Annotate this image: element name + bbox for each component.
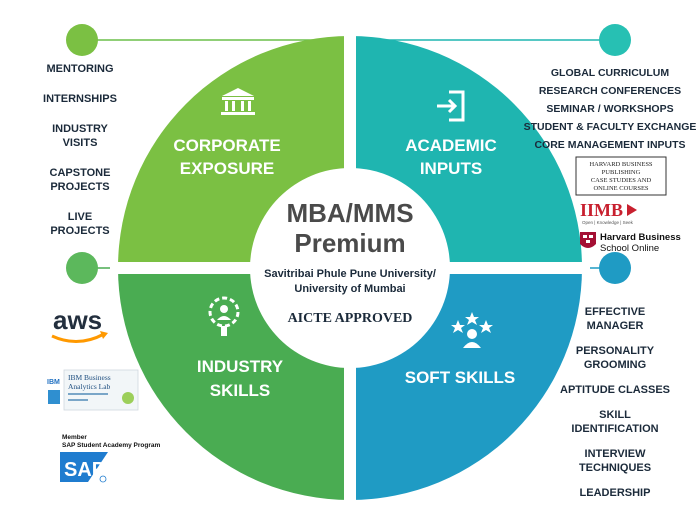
- corporate-item: CAPSTONE PROJECTS: [49, 167, 111, 193]
- sap-logo: SAP: [64, 459, 105, 481]
- sap-member-line2: SAP Student Academy Program: [62, 442, 160, 449]
- harvard-publishing-line4: ONLINE COURSES: [593, 185, 648, 192]
- harvard-publishing-line3: CASE STUDIES AND: [591, 177, 652, 184]
- hbs-shield-icon: [580, 232, 596, 248]
- iimb-arrow-icon: [627, 204, 637, 216]
- harvard-publishing-logo: [575, 156, 667, 196]
- soft-item: SKILL IDENTIFICATION: [571, 409, 659, 435]
- iimb-logo: IIMB: [580, 200, 623, 220]
- academic-item: CORE MANAGEMENT INPUTS: [534, 139, 686, 151]
- corporate-item: MENTORING: [46, 63, 114, 75]
- quadrant-corporate-label-line2: EXPOSURE: [180, 159, 274, 178]
- ibm-lab-stripe-2: [68, 399, 88, 401]
- ibm-badge-icon: [48, 390, 60, 404]
- quadrant-academic-label-line2: INPUTS: [420, 159, 482, 178]
- harvard-publishing-line1: HARVARD BUSINESS: [589, 161, 652, 168]
- ibm-logo: IBM: [47, 379, 60, 386]
- aws-logo: aws: [53, 305, 102, 335]
- iimb-tagline: Open | Knowledge | Seek: [582, 220, 634, 225]
- corporate-item: INDUSTRY VISITS: [52, 123, 108, 149]
- academic-items-list: GLOBAL CURRICULUM RESEARCH CONFERENCES S…: [520, 66, 700, 156]
- institution-icon: [221, 88, 255, 115]
- center-university-line2: University of Mumbai: [294, 283, 405, 295]
- soft-items-list: EFFECTIVE MANAGER PERSONALITY GROOMING A…: [560, 305, 670, 511]
- harvard-publishing-line2: PUBLISHING: [602, 169, 641, 176]
- center-circle: [250, 168, 450, 368]
- hbs-line2: School Online: [600, 243, 659, 254]
- academic-item: SEMINAR / WORKSHOPS: [546, 103, 674, 115]
- quadrant-industry-label-line2: SKILLS: [210, 381, 270, 400]
- quadrant-academic-label-line1: ACADEMIC: [405, 136, 497, 155]
- sap-registered-icon: [99, 475, 107, 483]
- academic-item: STUDENT & FACULTY EXCHANGE: [523, 121, 697, 133]
- dot-mid-left: [66, 252, 98, 284]
- ibm-lab-graphic: [122, 392, 134, 404]
- quadrant-industry-label-line1: INDUSTRY: [197, 357, 284, 376]
- academic-item: RESEARCH CONFERENCES: [538, 85, 682, 97]
- ibm-lab-line1: IBM Business: [68, 373, 111, 382]
- ibm-lab-line2: Analytics Lab: [68, 382, 111, 391]
- dot-top-left: [66, 24, 98, 56]
- team-stars-icon: [451, 312, 493, 348]
- soft-item: INTERVIEW TECHNIQUES: [578, 448, 652, 474]
- sap-logo-shape: [60, 452, 108, 482]
- soft-item: APTITUDE CLASSES: [560, 384, 671, 396]
- soft-item: PERSONALITY GROOMING: [575, 345, 655, 371]
- hbs-line1: Harvard Business: [600, 232, 681, 243]
- academic-item: GLOBAL CURRICULUM: [550, 67, 670, 79]
- soft-item: LEADERSHIP: [579, 487, 651, 499]
- dot-top-right: [599, 24, 631, 56]
- center-approval: AICTE APPROVED: [288, 311, 413, 326]
- aws-arrow-icon: [100, 331, 108, 339]
- soft-item: EFFECTIVE MANAGER: [584, 306, 646, 332]
- corporate-item: INTERNSHIPS: [43, 93, 117, 105]
- login-icon: [437, 90, 465, 122]
- center-title-line2: Premium: [294, 228, 405, 258]
- sap-member-line1: Member: [62, 434, 87, 441]
- center-university-line1: Savitribai Phule Pune University/: [264, 268, 436, 280]
- center-title-line1: MBA/MMS: [286, 198, 413, 228]
- ibm-lab-stripe: [68, 393, 108, 395]
- dot-mid-right: [599, 252, 631, 284]
- aws-smile-icon: [51, 332, 105, 343]
- quadrant-corporate-label-line1: CORPORATE: [173, 136, 280, 155]
- corporate-items-list: MENTORING INTERNSHIPS INDUSTRY VISITS CA…: [20, 62, 140, 254]
- quadrant-soft-label-line1: SOFT SKILLS: [405, 368, 516, 387]
- corporate-item: LIVE PROJECTS: [50, 211, 110, 237]
- gear-person-icon: [208, 296, 240, 336]
